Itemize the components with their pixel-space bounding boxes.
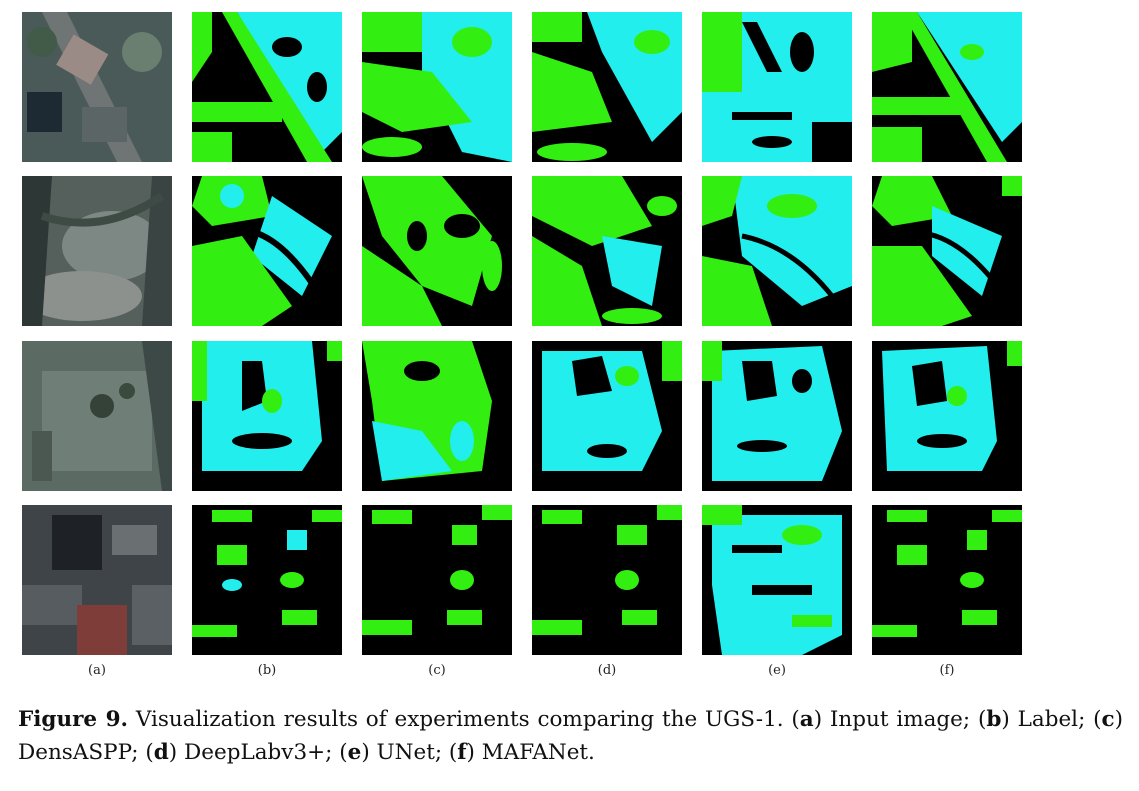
input-image-row4 <box>22 505 172 655</box>
caption-key-f: f <box>457 740 467 765</box>
caption-key-e: e <box>347 740 362 765</box>
caption-key-b: b <box>986 707 1002 732</box>
label-mask-row4 <box>192 505 342 655</box>
label-mask-row3 <box>192 341 342 491</box>
unet-mask-row1 <box>702 12 852 162</box>
subfigure-label-b: (b) <box>257 663 277 678</box>
densaspp-mask-row1 <box>362 12 512 162</box>
figure-grid: (a) (b) (c) (d) (e) (f) <box>22 12 1022 678</box>
label-mask-row2 <box>192 176 342 326</box>
mafanet-mask-row2 <box>872 176 1022 326</box>
caption-key-a: a <box>799 707 814 732</box>
input-image-row1 <box>22 12 172 162</box>
caption-text-c: ) DensASPP; ( <box>18 707 1123 765</box>
densaspp-mask-row4 <box>362 505 512 655</box>
caption-text-f: ) MAFANet. <box>466 740 595 765</box>
densaspp-mask-row2 <box>362 176 512 326</box>
deeplab-mask-row1 <box>532 12 682 162</box>
densaspp-mask-row3 <box>362 341 512 491</box>
subfigure-label-e: (e) <box>768 663 786 678</box>
deeplab-mask-row4 <box>532 505 682 655</box>
subfigure-label-a: (a) <box>88 663 106 678</box>
mafanet-mask-row3 <box>872 341 1022 491</box>
unet-mask-row3 <box>702 341 852 491</box>
caption-key-c: c <box>1101 707 1115 732</box>
input-image-row2 <box>22 176 172 326</box>
unet-mask-row4 <box>702 505 852 655</box>
mafanet-mask-row4 <box>872 505 1022 655</box>
deeplab-mask-row2 <box>532 176 682 326</box>
figure-number: Figure 9. <box>18 707 129 732</box>
subfigure-label-c: (c) <box>428 663 446 678</box>
deeplab-mask-row3 <box>532 341 682 491</box>
caption-text-d: ) DeepLabv3+; ( <box>168 740 348 765</box>
subfigure-label-f: (f) <box>939 663 955 678</box>
input-image-row3 <box>22 341 172 491</box>
label-mask-row1 <box>192 12 342 162</box>
subfigure-label-d: (d) <box>597 663 617 678</box>
caption-text-1: Visualization results of experiments com… <box>128 707 800 732</box>
figure-caption: Figure 9. Visualization results of exper… <box>18 703 1123 769</box>
unet-mask-row2 <box>702 176 852 326</box>
caption-text-b: ) Label; ( <box>1001 707 1102 732</box>
mafanet-mask-row1 <box>872 12 1022 162</box>
caption-text-e: ) UNet; ( <box>361 740 458 765</box>
caption-key-d: d <box>153 740 169 765</box>
caption-text-a: ) Input image; ( <box>813 707 987 732</box>
